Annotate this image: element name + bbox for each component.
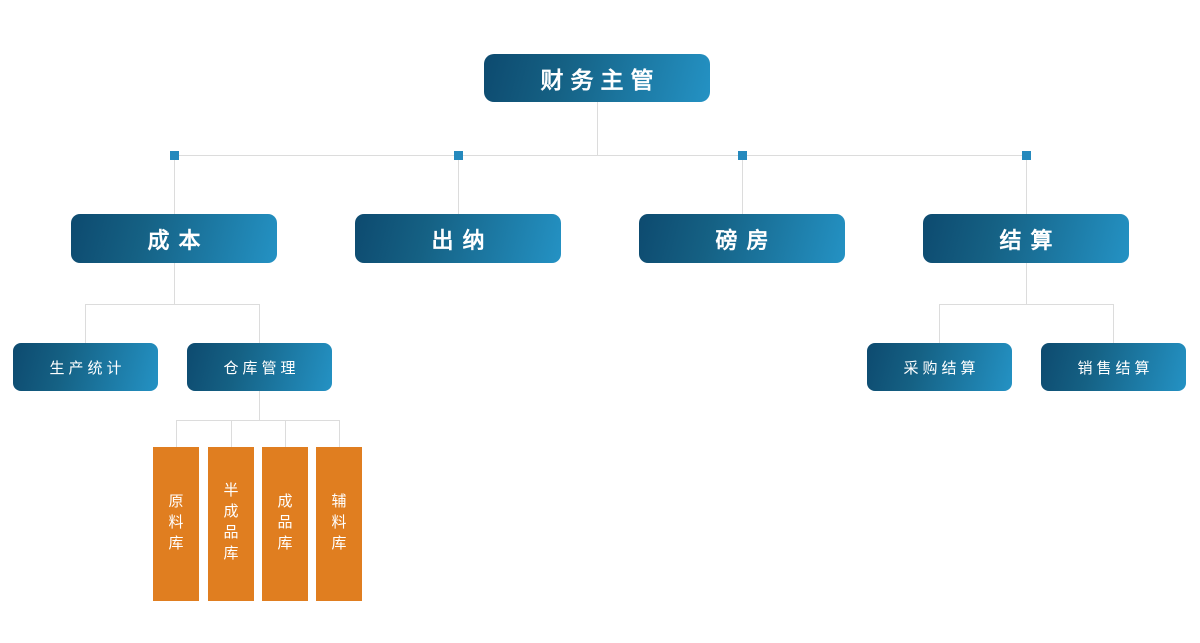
org-node-finished-goods-warehouse: 成品库 [262,447,308,601]
org-node-weighbridge: 磅房 [639,214,845,263]
org-node-settlement: 结算 [923,214,1129,263]
connector-line [174,263,175,304]
connector-line [174,155,1026,156]
connector-line [259,304,260,343]
org-node-sales-settlement: 销售结算 [1041,343,1186,391]
warehouse-label: 半成品库 [221,482,240,566]
warehouse-label: 原料库 [166,492,185,556]
connector-line [742,155,743,214]
org-node-finance-director: 财务主管 [484,54,710,102]
org-node-raw-material-warehouse: 原料库 [153,447,199,601]
junction-node [738,151,747,160]
org-node-cashier: 出纳 [355,214,561,263]
junction-node [454,151,463,160]
org-node-cost: 成本 [71,214,277,263]
connector-line [597,102,598,156]
junction-node [1022,151,1031,160]
connector-line [1113,304,1114,343]
connector-line [176,420,177,447]
connector-line [85,304,260,305]
connector-line [458,155,459,214]
connector-line [174,155,175,214]
connector-line [339,420,340,447]
connector-line [85,304,86,343]
org-node-warehouse-management: 仓库管理 [187,343,332,391]
connector-line [285,420,286,447]
org-node-production-statistics: 生产统计 [13,343,158,391]
org-node-auxiliary-material-warehouse: 辅料库 [316,447,362,601]
connector-line [939,304,1114,305]
org-node-semifinished-warehouse: 半成品库 [208,447,254,601]
connector-line [1026,155,1027,214]
junction-node [170,151,179,160]
org-node-purchase-settlement: 采购结算 [867,343,1012,391]
connector-line [939,304,940,343]
warehouse-label: 成品库 [275,492,294,556]
connector-line [1026,263,1027,304]
warehouse-label: 辅料库 [329,492,348,556]
connector-line [231,420,232,447]
connector-line [259,391,260,420]
connector-line [176,420,339,421]
